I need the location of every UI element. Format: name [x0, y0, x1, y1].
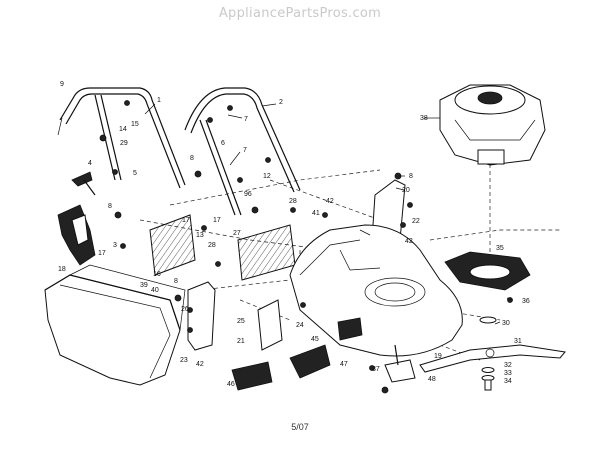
- side-panels: [149, 214, 296, 281]
- callout: 21: [237, 338, 245, 345]
- callout: 42: [326, 198, 334, 205]
- upper-handle: [57, 87, 186, 189]
- engine: [439, 84, 546, 166]
- callout: 32: [504, 362, 512, 369]
- callout: 4: [88, 160, 92, 167]
- callout: 46: [227, 381, 235, 388]
- callout: 19: [434, 353, 442, 360]
- callout: 12: [263, 173, 271, 180]
- callout: 7: [244, 116, 248, 123]
- callout: 96: [244, 191, 252, 198]
- callout: 33: [504, 370, 512, 377]
- callout: 6: [221, 140, 225, 147]
- watermark: AppliancePartsPros.com: [218, 6, 382, 21]
- callout: 16: [153, 271, 161, 278]
- callout: 37: [372, 366, 380, 373]
- callout: 24: [296, 322, 304, 329]
- callout: 7: [243, 147, 247, 154]
- callout: 29: [120, 140, 128, 147]
- callout: 23: [180, 357, 188, 364]
- callout: 42: [405, 238, 413, 245]
- callout: 5: [133, 170, 137, 177]
- callout: 3: [113, 242, 117, 249]
- callout: 35: [496, 245, 504, 252]
- rear-deflector: [57, 204, 96, 266]
- callout: 2: [279, 99, 283, 106]
- callout: 18: [58, 266, 66, 273]
- revision-date: 5/07: [291, 422, 309, 432]
- callout: 28: [289, 198, 297, 205]
- callout: 48: [428, 376, 436, 383]
- blade-adapter: [444, 251, 531, 291]
- callout: 42: [196, 361, 204, 368]
- callout: 34: [504, 378, 512, 385]
- callout: 17: [182, 217, 190, 224]
- callout: 27: [233, 230, 241, 237]
- callout: 17: [213, 217, 221, 224]
- leader-lines: [144, 103, 513, 325]
- small-plates: [231, 299, 331, 391]
- blade-bolt-stack: [479, 316, 497, 391]
- callout: 8: [108, 203, 112, 210]
- lower-handle: [184, 87, 301, 216]
- callout: 30: [502, 320, 510, 327]
- grass-catcher: [44, 264, 186, 386]
- callout: 25: [237, 318, 245, 325]
- callout: 22: [412, 218, 420, 225]
- callout: 13: [196, 232, 204, 239]
- callout: 39: [140, 282, 148, 289]
- callout: 45: [311, 336, 319, 343]
- callout: 41: [312, 210, 320, 217]
- callout-labels: 9 1 2 7 14 15 29 6 8 7 4 5 12 8 20 96 8 …: [58, 81, 530, 388]
- callout: 28: [208, 242, 216, 249]
- callout: 15: [131, 121, 139, 128]
- callout: 8: [174, 278, 178, 285]
- blade: [419, 344, 566, 373]
- callout: 40: [151, 287, 159, 294]
- callout: 36: [522, 298, 530, 305]
- mower-deck: [289, 224, 463, 357]
- callout: 38: [420, 115, 428, 122]
- callout: 20: [402, 187, 410, 194]
- callout: 17: [98, 250, 106, 257]
- callout: 1: [157, 97, 161, 104]
- callout: 31: [514, 338, 522, 345]
- callout: 8: [409, 173, 413, 180]
- callout: 14: [119, 126, 127, 133]
- callout: 8: [190, 155, 194, 162]
- callout: 9: [60, 81, 64, 88]
- handle-knob: [71, 171, 96, 196]
- callout: 26: [181, 306, 189, 313]
- rear-bracket: [384, 344, 416, 383]
- callout: 47: [340, 361, 348, 368]
